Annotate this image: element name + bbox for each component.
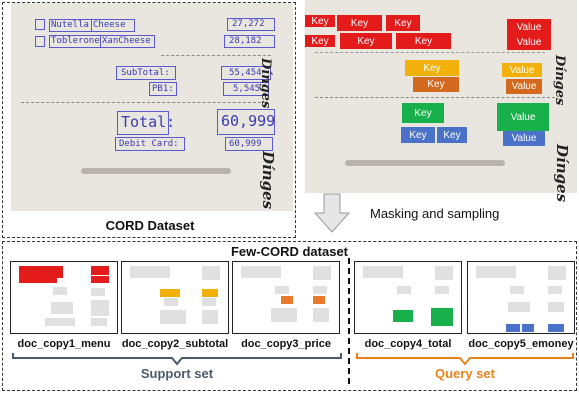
total-key-box: Key	[402, 103, 444, 123]
support-set-label: Support set	[140, 366, 214, 381]
doc-card-total	[354, 261, 462, 334]
receipt-separator	[161, 55, 271, 56]
menu-key-box: Key	[340, 33, 392, 49]
price-value-box: Value	[506, 79, 542, 94]
support-set-brace	[12, 353, 342, 366]
down-arrow-icon	[314, 193, 350, 233]
menu-key-box: Key	[305, 35, 335, 47]
subtotal-value-box: Value	[502, 63, 542, 77]
doc-card-price	[232, 261, 340, 334]
total-value-box: Value	[497, 103, 549, 131]
query-set-brace	[356, 353, 574, 366]
menu-key-box: Key	[386, 15, 420, 31]
masked-stamp-logo-2: Dínges	[553, 144, 571, 203]
receipt-total-value: 60,999	[221, 112, 276, 130]
cord-dataset-title: CORD Dataset	[105, 218, 195, 233]
receipt-stamp-logo: Dínges	[258, 58, 273, 109]
receipt-debit-label: Debit Card:	[119, 139, 179, 149]
receipt-subtotal-value: 55,454	[229, 68, 262, 78]
menu-key-box: Key	[337, 15, 382, 31]
emoney-key-box: Key	[401, 127, 435, 143]
receipt-item2-name-a: Toblerone	[51, 36, 100, 46]
receipt-item2-price: 28,182	[229, 36, 262, 46]
receipt-debit-value: 60,999	[229, 139, 262, 149]
receipt-item2-name-b: XanCheese	[102, 36, 151, 46]
receipt-tax-value: 5,545	[233, 84, 261, 94]
menu-key-box: Key	[396, 33, 451, 49]
subtotal-key-box: Key	[405, 60, 459, 76]
receipt-item1-name-b: Cheese	[93, 20, 126, 30]
receipt-photo: Nutella Cheese 27,272 Toblerone XanChees…	[11, 3, 293, 211]
masking-sampling-label: Masking and sampling	[370, 206, 500, 221]
doc-name-price: doc_copy3_price	[241, 338, 331, 350]
masked-blur-text	[345, 160, 505, 166]
menu-value-box: Value	[507, 19, 551, 35]
receipt-subtotal-label: SubTotal:	[121, 68, 170, 78]
doc-name-total: doc_copy4_total	[364, 338, 452, 350]
menu-key-box: Key	[305, 15, 335, 27]
doc-name-subtotal: doc_copy2_subtotal	[121, 338, 229, 350]
receipt-stamp-logo-2: Dínges	[259, 151, 277, 210]
doc-name-emoney: doc_copy5_emoney	[468, 338, 574, 350]
receipt-item1-name-a: Nutella	[51, 20, 89, 30]
doc-card-menu	[10, 261, 118, 334]
receipt-separator-2	[21, 102, 266, 103]
few-cord-title: Few-CORD dataset	[230, 244, 349, 259]
cord-dataset-panel: Nutella Cheese 27,272 Toblerone XanChees…	[2, 2, 296, 238]
emoney-value-box: Value	[503, 131, 545, 146]
few-cord-panel	[2, 241, 577, 391]
price-key-box: Key	[413, 77, 459, 92]
doc-card-subtotal	[121, 261, 229, 334]
doc-card-emoney	[467, 261, 575, 334]
receipt-total-label: Total:	[121, 113, 176, 131]
receipt-item1-price: 27,272	[232, 19, 265, 29]
emoney-key-box: Key	[437, 127, 467, 143]
doc-name-menu: doc_copy1_menu	[17, 338, 111, 350]
query-set-label: Query set	[435, 366, 495, 381]
support-query-divider	[348, 258, 350, 384]
masked-stamp-logo: Dínges	[552, 55, 567, 106]
menu-value-box: Value	[507, 34, 551, 50]
receipt-tax-label: PB1:	[152, 84, 174, 94]
receipt-blur-text	[81, 168, 231, 174]
